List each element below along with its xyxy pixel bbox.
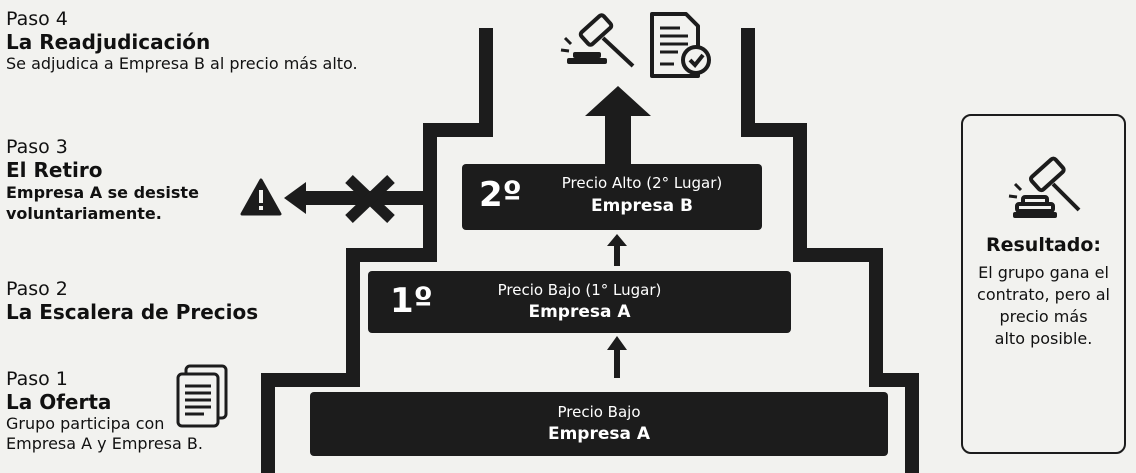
result-panel: Resultado: El grupo gana el contrato, pe… bbox=[961, 114, 1126, 454]
step-title: La Readjudicación bbox=[6, 30, 211, 54]
step-4: Paso 4 La Readjudicación Se adjudica a E… bbox=[6, 8, 358, 74]
small-up-arrow-icon bbox=[607, 234, 627, 266]
result-line: contrato, pero al bbox=[977, 285, 1110, 304]
bar-subtitle: Precio Bajo bbox=[557, 403, 641, 421]
step-description: Empresa A y Empresa B. bbox=[6, 434, 203, 453]
bar-company: Empresa B bbox=[591, 196, 693, 216]
step-number: Paso 2 bbox=[6, 278, 68, 300]
bar-company: Empresa A bbox=[528, 302, 631, 322]
result-line: El grupo gana el bbox=[978, 263, 1109, 282]
step-1: Paso 1 La Oferta Grupo participa con Emp… bbox=[6, 368, 203, 454]
place-number: 1º bbox=[390, 281, 433, 321]
result-line: precio más bbox=[999, 307, 1088, 326]
place-number: 2º bbox=[479, 175, 522, 215]
withdraw-arrow-icon bbox=[284, 182, 434, 214]
document-icon bbox=[176, 364, 228, 428]
gavel-icon bbox=[1008, 156, 1081, 218]
x-mark-icon bbox=[345, 175, 395, 223]
step-description: Empresa A se desiste bbox=[6, 183, 199, 202]
small-up-arrow-icon bbox=[607, 336, 627, 378]
step-description: voluntariamente. bbox=[6, 204, 162, 223]
result-title: Resultado: bbox=[985, 234, 1102, 256]
step-title: El Retiro bbox=[6, 158, 103, 182]
step-description: Se adjudica a Empresa B al precio más al… bbox=[6, 54, 358, 73]
step-description: Grupo participa con bbox=[6, 414, 165, 433]
warning-icon bbox=[240, 178, 282, 216]
result-description: El grupo gana el contrato, pero al preci… bbox=[963, 262, 1124, 350]
step-title: La Escalera de Precios bbox=[6, 300, 259, 324]
gavel-icon bbox=[560, 13, 635, 68]
price-bar-first-place: 1º Precio Bajo (1° Lugar) Empresa A bbox=[368, 271, 791, 333]
bar-company: Empresa A bbox=[547, 424, 651, 444]
step-number: Paso 4 bbox=[6, 8, 68, 30]
up-arrow-icon bbox=[585, 86, 651, 164]
price-bar-second-place: 2º Precio Alto (2° Lugar) Empresa B bbox=[462, 164, 762, 230]
price-bar-base: Precio Bajo Empresa A bbox=[310, 392, 888, 456]
step-number: Paso 1 bbox=[6, 368, 68, 390]
step-3: Paso 3 El Retiro Empresa A se desiste vo… bbox=[6, 136, 199, 224]
step-title: La Oferta bbox=[6, 390, 112, 414]
result-line: alto posible. bbox=[994, 329, 1093, 348]
bar-subtitle: Precio Bajo (1° Lugar) bbox=[497, 281, 662, 299]
bar-subtitle: Precio Alto (2° Lugar) bbox=[561, 174, 723, 192]
step-number: Paso 3 bbox=[6, 136, 68, 158]
step-2: Paso 2 La Escalera de Precios bbox=[6, 278, 258, 324]
contract-check-icon bbox=[650, 12, 711, 78]
